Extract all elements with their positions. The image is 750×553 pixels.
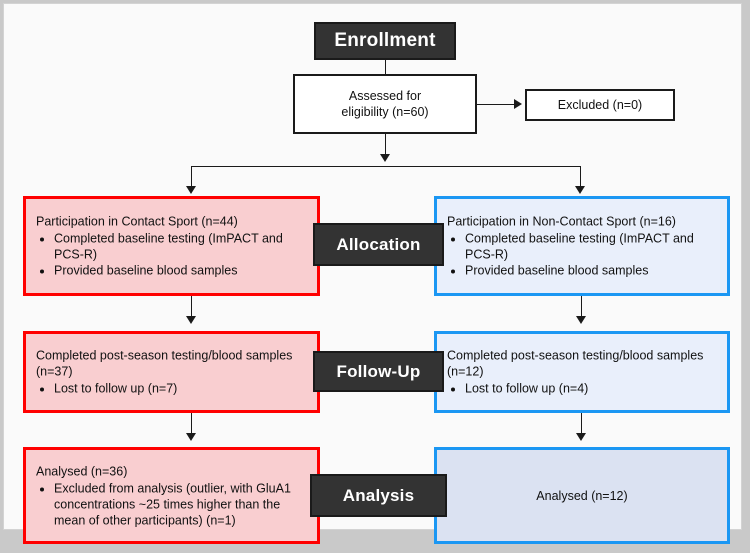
arrow-assessed-down-icon bbox=[380, 154, 390, 162]
stage-label-followup-text: Follow-Up bbox=[336, 361, 421, 381]
arrow-split-right-icon bbox=[575, 186, 585, 194]
diagram-sheet: Enrollment Assessed for eligibility (n=6… bbox=[3, 3, 742, 544]
connector-allocation-to-followup-right bbox=[581, 296, 582, 318]
connector-split-bar bbox=[191, 166, 580, 167]
assessed-line-2: eligibility (n=60) bbox=[341, 105, 429, 119]
stage-label-enrollment-text: Enrollment bbox=[334, 30, 436, 51]
arrow-followup-to-analysis-right-icon bbox=[576, 433, 586, 441]
box-followup-noncontact: Completed post-season testing/blood samp… bbox=[434, 331, 730, 413]
assessed-text-wrap: Assessed for eligibility (n=60) bbox=[331, 80, 438, 128]
connector-assessed-down bbox=[385, 134, 386, 156]
connector-enrollment-to-assessed bbox=[385, 60, 386, 74]
excluded-text: Excluded (n=0) bbox=[557, 98, 643, 112]
list-item: Provided baseline blood samples bbox=[54, 263, 307, 279]
connector-split-left-drop bbox=[191, 166, 192, 189]
box-analysis-contact: Analysed (n=36) Excluded from analysis (… bbox=[23, 447, 320, 544]
allocation-noncontact-lead: Participation in Non-Contact Sport (n=16… bbox=[447, 214, 676, 229]
followup-contact-content: Completed post-season testing/blood samp… bbox=[36, 348, 307, 397]
followup-contact-bullets: Lost to follow up (n=7) bbox=[36, 381, 307, 397]
box-allocation-noncontact: Participation in Non-Contact Sport (n=16… bbox=[434, 196, 730, 296]
analysis-contact-bullets: Excluded from analysis (outlier, with Gl… bbox=[36, 480, 307, 528]
followup-noncontact-lead: Completed post-season testing/blood samp… bbox=[447, 348, 704, 379]
stage-label-allocation-text: Allocation bbox=[336, 234, 421, 254]
stage-label-enrollment: Enrollment bbox=[314, 22, 456, 60]
box-assessed-for-eligibility: Assessed for eligibility (n=60) bbox=[293, 74, 477, 134]
stage-label-allocation: Allocation bbox=[313, 223, 444, 266]
connector-followup-to-analysis-left bbox=[191, 413, 192, 435]
list-item: Lost to follow up (n=4) bbox=[465, 381, 717, 397]
followup-noncontact-content: Completed post-season testing/blood samp… bbox=[447, 348, 717, 397]
analysis-contact-lead: Analysed (n=36) bbox=[36, 464, 128, 478]
arrow-split-left-icon bbox=[186, 186, 196, 194]
arrow-followup-to-analysis-left-icon bbox=[186, 433, 196, 441]
stage-label-analysis-text: Analysis bbox=[342, 485, 415, 505]
box-allocation-contact: Participation in Contact Sport (n=44) Co… bbox=[23, 196, 320, 296]
connector-allocation-to-followup-left bbox=[191, 296, 192, 318]
list-item: Lost to follow up (n=7) bbox=[54, 381, 307, 397]
analysis-contact-content: Analysed (n=36) Excluded from analysis (… bbox=[36, 463, 307, 528]
list-item: Completed baseline testing (ImPACT and P… bbox=[54, 231, 307, 263]
connector-followup-to-analysis-right bbox=[581, 413, 582, 435]
connector-split-right-drop bbox=[580, 166, 581, 189]
followup-contact-lead: Completed post-season testing/blood samp… bbox=[36, 348, 293, 379]
stage-label-analysis: Analysis bbox=[310, 474, 447, 517]
arrow-allocation-to-followup-right-icon bbox=[576, 316, 586, 324]
stage-label-followup: Follow-Up bbox=[313, 351, 444, 392]
box-excluded: Excluded (n=0) bbox=[525, 89, 675, 121]
allocation-noncontact-content: Participation in Non-Contact Sport (n=16… bbox=[447, 214, 717, 279]
followup-noncontact-bullets: Lost to follow up (n=4) bbox=[447, 381, 717, 397]
list-item: Provided baseline blood samples bbox=[465, 263, 717, 279]
analysis-noncontact-lead: Analysed (n=12) bbox=[536, 488, 628, 503]
connector-assessed-to-excluded bbox=[477, 104, 516, 105]
box-followup-contact: Completed post-season testing/blood samp… bbox=[23, 331, 320, 413]
allocation-contact-lead: Participation in Contact Sport (n=44) bbox=[36, 214, 238, 229]
list-item: Excluded from analysis (outlier, with Gl… bbox=[54, 480, 307, 528]
allocation-contact-content: Participation in Contact Sport (n=44) Co… bbox=[36, 214, 307, 279]
arrow-allocation-to-followup-left-icon bbox=[186, 316, 196, 324]
arrow-to-excluded-icon bbox=[514, 99, 522, 109]
allocation-contact-bullets: Completed baseline testing (ImPACT and P… bbox=[36, 231, 307, 279]
box-analysis-noncontact: Analysed (n=12) bbox=[434, 447, 730, 544]
list-item: Completed baseline testing (ImPACT and P… bbox=[465, 231, 717, 263]
assessed-line-1: Assessed for bbox=[348, 89, 422, 103]
allocation-noncontact-bullets: Completed baseline testing (ImPACT and P… bbox=[447, 231, 717, 279]
